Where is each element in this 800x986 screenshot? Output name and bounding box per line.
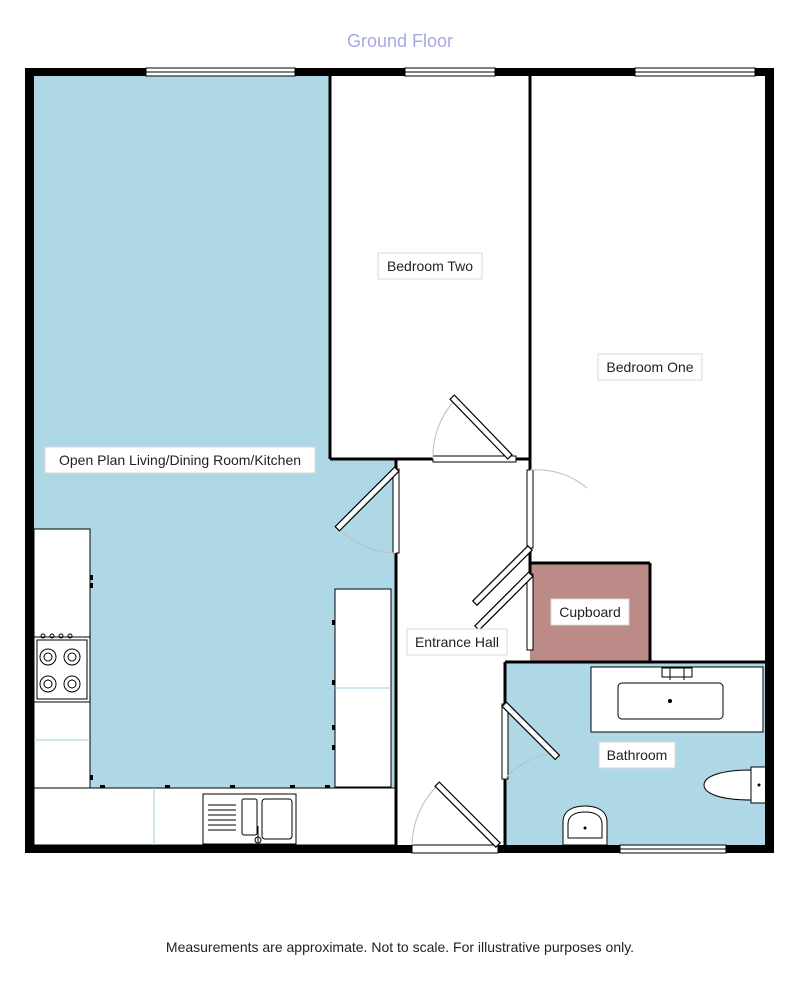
label-bedroom-two: Bedroom Two	[387, 258, 473, 274]
doors	[334, 394, 588, 848]
door-bathroom	[501, 701, 561, 780]
door-living	[334, 466, 400, 554]
exterior-walls	[25, 68, 774, 853]
door-bedroom-one	[471, 469, 588, 607]
toilet-icon	[703, 766, 768, 804]
bath-icon	[590, 666, 764, 733]
floor-title: Ground Floor	[347, 31, 453, 51]
kitchen-sink-icon	[202, 793, 297, 845]
label-cupboard: Cupboard	[559, 604, 621, 620]
door-cupboard	[473, 571, 534, 651]
hob-icon	[33, 633, 91, 703]
room-labels: Bedroom Two Bedroom One Open Plan Living…	[44, 252, 703, 769]
label-bathroom: Bathroom	[607, 747, 668, 763]
front-door-threshold	[411, 844, 499, 854]
label-bedroom-one: Bedroom One	[606, 359, 693, 375]
door-bedroom-two	[432, 394, 517, 463]
door-front	[411, 781, 501, 848]
label-entrance-hall: Entrance Hall	[415, 634, 499, 650]
living-room-fill	[30, 74, 395, 789]
wash-basin-icon	[562, 805, 608, 846]
label-living: Open Plan Living/Dining Room/Kitchen	[59, 452, 301, 468]
windows	[145, 67, 756, 854]
footnote: Measurements are approximate. Not to sca…	[166, 939, 634, 955]
